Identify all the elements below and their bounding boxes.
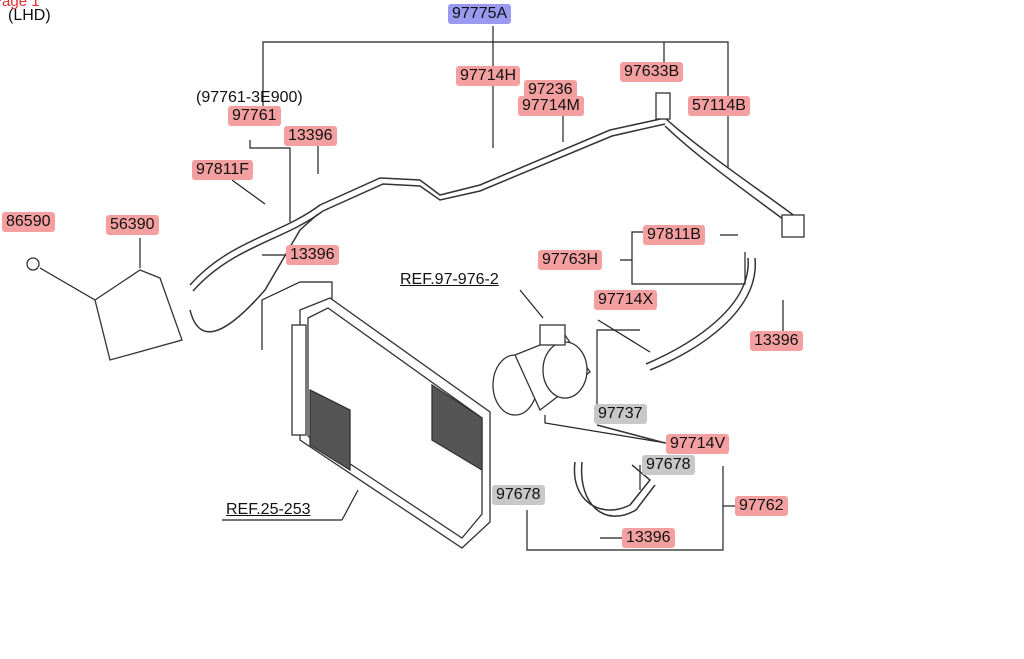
hose-97762-b	[580, 461, 656, 517]
leader-ref-compressor	[519, 289, 544, 319]
compressor	[492, 324, 591, 416]
leader-97763H	[620, 231, 645, 261]
variant-label: (LHD)	[8, 7, 51, 24]
ref-97678-b[interactable]: 97678	[642, 455, 695, 475]
ref-condenser[interactable]: REF.25-253	[226, 501, 311, 518]
callout-57114B[interactable]: 57114B	[688, 96, 750, 116]
hose-97762	[573, 461, 652, 511]
leader-97762	[526, 466, 724, 551]
ref-compressor[interactable]: REF.97-976-2	[400, 271, 499, 288]
hose-97763H-b	[645, 257, 749, 365]
suction-pipe	[189, 117, 666, 286]
hose-57114B	[664, 117, 801, 221]
block-fitting	[781, 214, 805, 238]
ref-97737[interactable]: 97737	[594, 404, 647, 424]
suction-pipe-inner	[192, 123, 666, 292]
callout-97236[interactable]: 97236	[524, 80, 577, 100]
callout-13396-d[interactable]: 13396	[622, 528, 675, 548]
shield-plate-56390	[94, 269, 183, 361]
callout-97633B[interactable]: 97633B	[620, 62, 684, 82]
leader-86590	[39, 267, 96, 301]
bracket-condenser	[261, 281, 333, 350]
leader-ref-condenser-b	[341, 489, 359, 521]
callout-13396-a[interactable]: 13396	[284, 126, 337, 146]
liquid-line	[189, 213, 319, 333]
callout-97811B[interactable]: 97811B	[643, 225, 705, 245]
leader-97714V	[544, 415, 667, 444]
clip-86590	[26, 257, 40, 271]
callout-97761[interactable]: 97761	[228, 106, 281, 126]
ref-97678-a[interactable]: 97678	[492, 485, 545, 505]
callout-13396-b[interactable]: 13396	[286, 245, 339, 265]
alt-part-note: (97761-3E900)	[196, 89, 303, 106]
hose-57114B-b	[664, 125, 796, 229]
condenser	[291, 297, 491, 549]
leader-97737	[596, 329, 640, 412]
assembly-callout[interactable]: 97775A	[448, 4, 512, 24]
callout-13396-c[interactable]: 13396	[750, 331, 803, 351]
callout-97762[interactable]: 97762	[735, 496, 788, 516]
callout-97714V[interactable]: 97714V	[666, 434, 730, 454]
callout-97763H[interactable]: 97763H	[538, 250, 603, 270]
callout-56390[interactable]: 56390	[106, 215, 159, 235]
callout-97714X[interactable]: 97714X	[594, 290, 658, 310]
discharge-line	[596, 424, 666, 444]
callout-97714M[interactable]: 97714M	[518, 96, 584, 116]
leader-97811F	[231, 179, 266, 205]
receiver-drier-97633B	[655, 92, 671, 120]
leader-97763H-b	[631, 252, 746, 285]
leader-97714X	[597, 319, 651, 353]
hose-97763H	[649, 257, 756, 371]
leader-97761	[249, 140, 291, 222]
callout-97811F[interactable]: 97811F	[192, 160, 254, 180]
page-marker: Page 1	[0, 0, 40, 10]
callout-86590[interactable]: 86590	[2, 212, 55, 232]
callout-97714H[interactable]: 97714H	[456, 66, 521, 86]
